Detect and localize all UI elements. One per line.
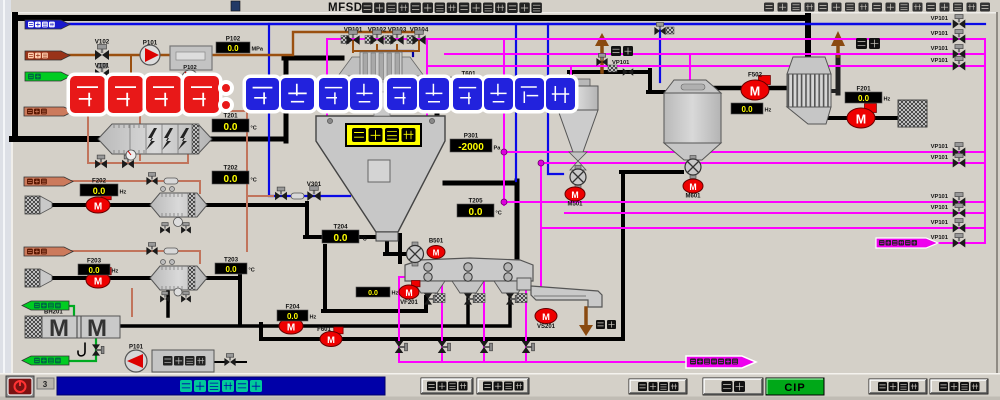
svg-text:0.0: 0.0 (225, 265, 237, 274)
svg-text:°C: °C (361, 237, 367, 243)
svg-text:0.0: 0.0 (469, 207, 483, 218)
svg-text:T601: T601 (461, 71, 476, 78)
svg-text:T205: T205 (468, 198, 483, 205)
svg-text:Hz: Hz (765, 108, 772, 114)
svg-text:0.0: 0.0 (287, 312, 299, 321)
svg-text:F201: F201 (856, 86, 871, 93)
svg-text:V101: V101 (95, 63, 110, 70)
svg-text:Hz: Hz (112, 269, 119, 275)
svg-text:M: M (689, 182, 696, 192)
svg-text:M: M (571, 190, 578, 200)
svg-text:M: M (287, 322, 295, 333)
svg-text:P301: P301 (464, 133, 479, 140)
svg-text:Hz: Hz (310, 315, 317, 321)
svg-text:0.0: 0.0 (334, 233, 348, 244)
svg-text:0.0: 0.0 (368, 290, 378, 297)
svg-text:Hz: Hz (884, 97, 891, 103)
svg-text:V102: V102 (95, 39, 110, 46)
svg-text:M: M (856, 113, 866, 127)
svg-text:M: M (750, 85, 760, 99)
svg-text:M: M (94, 276, 102, 287)
svg-text:P101: P101 (143, 40, 158, 47)
svg-text:F203: F203 (87, 258, 102, 265)
svg-text:VP101: VP101 (931, 220, 949, 226)
svg-text:VP101: VP101 (931, 58, 949, 64)
svg-text:VP101: VP101 (931, 144, 949, 150)
svg-text:M: M (49, 315, 69, 342)
svg-text:0.0: 0.0 (858, 94, 870, 103)
svg-text:F204: F204 (285, 304, 300, 311)
svg-text:VF201: VF201 (400, 300, 418, 306)
svg-text:0.0: 0.0 (88, 266, 100, 275)
svg-text:M: M (94, 201, 102, 212)
svg-text:VP101: VP101 (612, 60, 630, 66)
svg-text:-2000: -2000 (458, 142, 484, 153)
svg-text:F202: F202 (92, 178, 107, 185)
svg-text:P102: P102 (226, 36, 241, 43)
svg-text:CIP: CIP (784, 382, 805, 394)
svg-text:3: 3 (43, 380, 48, 389)
svg-text:M: M (87, 315, 107, 342)
svg-text:P102: P102 (183, 65, 197, 71)
svg-text:°C: °C (251, 126, 257, 132)
svg-text:VP101: VP101 (931, 46, 949, 52)
svg-text:T202: T202 (223, 165, 238, 172)
svg-text:BH201: BH201 (44, 310, 63, 316)
svg-text:M: M (433, 249, 440, 258)
svg-text:0.0: 0.0 (227, 44, 239, 53)
svg-text:F502: F502 (748, 72, 763, 79)
svg-text:°C: °C (496, 211, 502, 217)
svg-text:T203: T203 (224, 257, 239, 264)
svg-text:°C: °C (249, 268, 255, 274)
svg-text:Hz: Hz (392, 291, 399, 297)
svg-text:M501: M501 (567, 202, 583, 208)
svg-text:V301: V301 (307, 181, 322, 188)
svg-text:M601: M601 (685, 194, 701, 200)
svg-text:VP101: VP101 (931, 16, 949, 22)
svg-text:0.0: 0.0 (741, 105, 753, 114)
svg-text:M: M (542, 312, 550, 322)
svg-text:VP101: VP101 (931, 235, 949, 241)
svg-text:VP101: VP101 (931, 205, 949, 211)
svg-text:°C: °C (251, 178, 257, 184)
svg-text:0.0: 0.0 (93, 186, 106, 196)
svg-text:F601: F601 (317, 327, 331, 333)
svg-text:0.0: 0.0 (224, 122, 238, 133)
svg-text:MPa: MPa (252, 47, 264, 53)
svg-text:M: M (405, 288, 412, 298)
svg-text:T201: T201 (223, 113, 238, 120)
svg-text:Hz: Hz (120, 190, 127, 196)
svg-text:VS201: VS201 (537, 324, 556, 330)
svg-text:T204: T204 (333, 224, 348, 231)
svg-text:VP101: VP101 (931, 194, 949, 200)
svg-text:Pa: Pa (494, 146, 502, 152)
svg-text:MFSD: MFSD (328, 2, 363, 14)
svg-text:M: M (327, 335, 335, 345)
svg-text:B501: B501 (429, 239, 444, 245)
svg-text:VP101: VP101 (931, 31, 949, 37)
svg-text:0.0: 0.0 (224, 174, 238, 185)
svg-text:VP101: VP101 (931, 155, 949, 161)
svg-text:P101: P101 (129, 345, 144, 351)
